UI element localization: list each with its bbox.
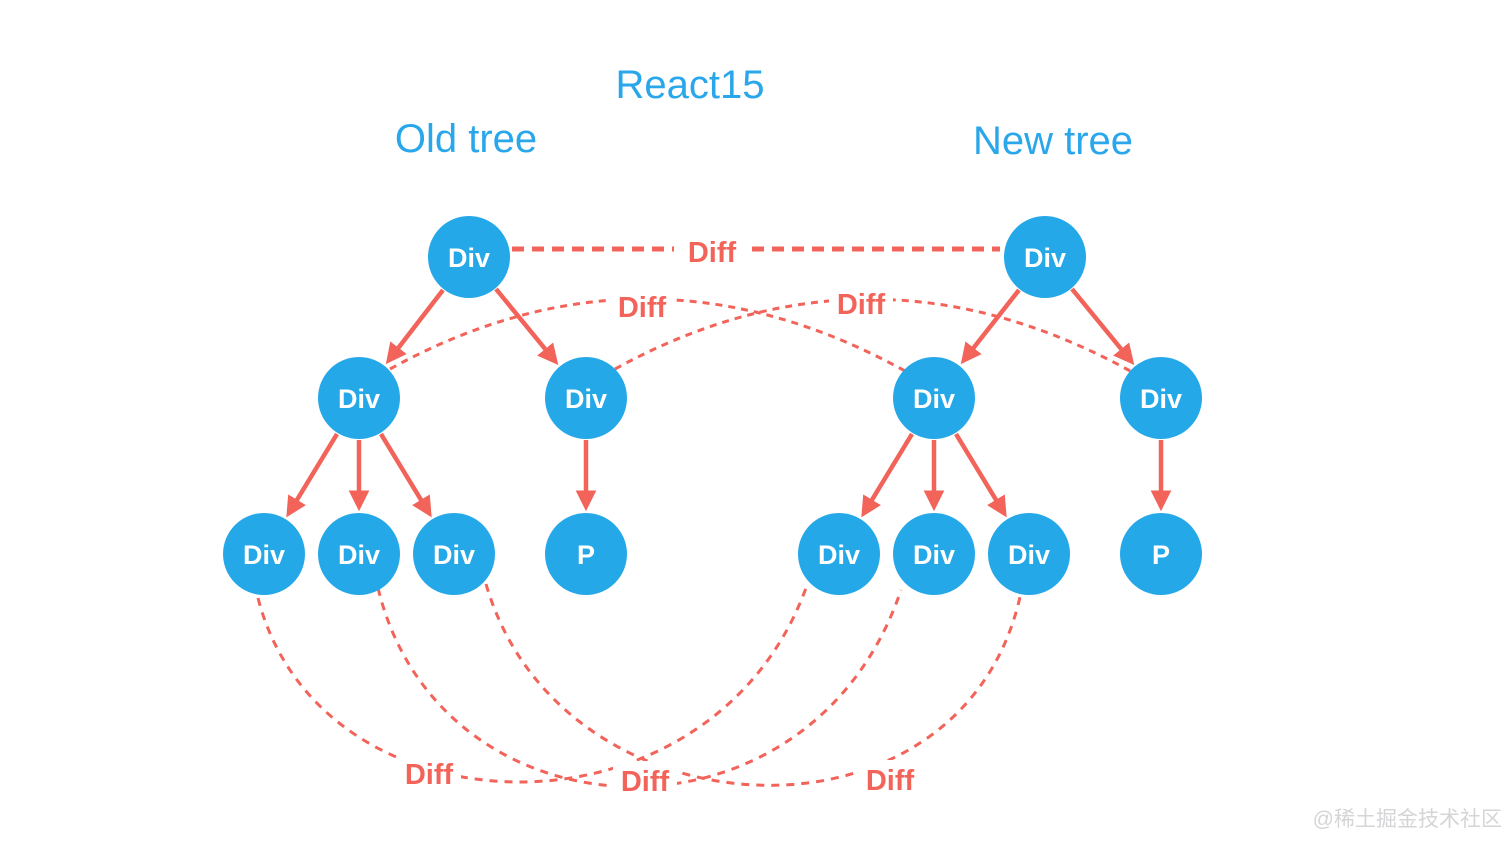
old-tree-heading: Old tree — [395, 117, 537, 161]
node-label: Div — [338, 540, 380, 570]
old-tree-nodes: Div Div Div Div Div Div P — [223, 216, 627, 595]
diff-label-plate — [613, 761, 677, 799]
diff-label-plate — [858, 760, 922, 798]
diff-link-children-left — [389, 297, 906, 373]
node-old-root: Div — [428, 216, 510, 298]
node-circle — [545, 357, 627, 439]
diff-label-children-right: Diff — [837, 289, 886, 321]
node-new-child-2: Div — [1120, 357, 1202, 439]
node-label: Div — [565, 384, 607, 414]
diff-label-plate — [610, 288, 674, 324]
tree-edges — [286, 287, 1172, 518]
diff-label-children-left: Diff — [618, 292, 667, 324]
node-label: Div — [913, 384, 955, 414]
node-new-grandchild-p: P — [1120, 513, 1202, 595]
node-new-root: Div — [1004, 216, 1086, 298]
node-circle — [1120, 357, 1202, 439]
watermark: @稀土掘金技术社区 — [1313, 808, 1502, 831]
diff-label-plate — [674, 232, 752, 270]
node-label: Div — [1008, 540, 1050, 570]
node-circle — [223, 513, 305, 595]
diff-links — [256, 246, 1133, 789]
node-label: Div — [913, 540, 955, 570]
node-label: Div — [818, 540, 860, 570]
node-circle — [893, 357, 975, 439]
node-old-child-1: Div — [318, 357, 400, 439]
diff-label-grandchildren-3: Diff — [866, 765, 915, 797]
diff-label-roots: Diff — [688, 237, 737, 269]
node-new-grandchild-3: Div — [988, 513, 1070, 595]
node-old-grandchild-2: Div — [318, 513, 400, 595]
diff-label-plate — [829, 285, 893, 321]
node-circle — [893, 513, 975, 595]
node-label: Div — [1140, 384, 1182, 414]
node-label: P — [1152, 540, 1170, 570]
edge-old-root-child1 — [385, 288, 445, 365]
node-label: Div — [1024, 243, 1066, 273]
node-circle — [545, 513, 627, 595]
node-label: Div — [448, 243, 490, 273]
node-circle — [413, 513, 495, 595]
diff-labels: Diff Diff Diff Diff Diff Diff — [397, 232, 922, 799]
node-circle — [318, 357, 400, 439]
node-old-grandchild-1: Div — [223, 513, 305, 595]
node-circle — [798, 513, 880, 595]
edge-old-child1-g1 — [286, 432, 339, 518]
node-label: Div — [338, 384, 380, 414]
edge-new-child1-g3 — [954, 432, 1007, 518]
diff-link-grandchildren-1 — [256, 587, 808, 784]
diff-link-children-right — [614, 297, 1133, 374]
diff-label-grandchildren-1: Diff — [405, 759, 454, 791]
edge-old-child1-g3 — [379, 432, 432, 518]
edge-old-root-child2 — [494, 287, 559, 366]
edge-new-child1-g1 — [861, 432, 914, 518]
node-circle — [988, 513, 1070, 595]
node-circle — [428, 216, 510, 298]
node-label: Div — [433, 540, 475, 570]
edge-new-root-child1 — [960, 288, 1021, 365]
node-circle — [1120, 513, 1202, 595]
node-circle — [318, 513, 400, 595]
node-new-grandchild-2: Div — [893, 513, 975, 595]
diff-label-plate — [397, 754, 461, 792]
node-label: Div — [243, 540, 285, 570]
node-new-child-1: Div — [893, 357, 975, 439]
edge-new-root-child2 — [1070, 287, 1135, 366]
diff-link-grandchildren-3 — [484, 583, 1022, 787]
page-title: React15 — [616, 63, 765, 107]
node-old-grandchild-3: Div — [413, 513, 495, 595]
node-old-child-2: Div — [545, 357, 627, 439]
diff-label-grandchildren-2: Diff — [621, 766, 670, 798]
new-tree-heading: New tree — [973, 119, 1133, 163]
new-tree-nodes: Div Div Div Div Div Div P — [798, 216, 1202, 595]
node-label: P — [577, 540, 595, 570]
node-new-grandchild-1: Div — [798, 513, 880, 595]
node-old-grandchild-p: P — [545, 513, 627, 595]
node-circle — [1004, 216, 1086, 298]
